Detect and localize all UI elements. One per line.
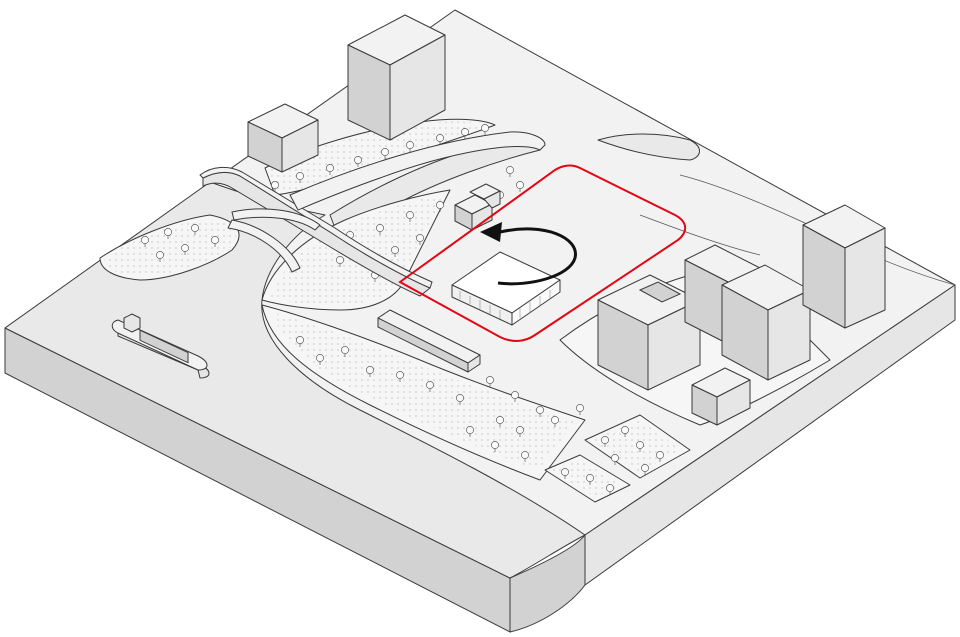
tree-icon: [521, 451, 529, 462]
tree-icon: [391, 246, 399, 257]
tree-icon: [381, 148, 389, 159]
tree-icon: [366, 366, 374, 377]
tree-icon: [601, 436, 609, 447]
tree-icon: [426, 381, 434, 392]
tree-icon: [656, 451, 664, 462]
tree-icon: [456, 394, 464, 405]
tree-icon: [316, 354, 324, 365]
tree-icon: [141, 236, 149, 247]
tree-icon: [296, 172, 304, 183]
warehouse: [377, 309, 481, 373]
tree-icon: [191, 224, 199, 235]
tree-icon: [516, 426, 524, 437]
tree-icon: [561, 468, 569, 479]
tree-icon: [354, 156, 362, 167]
tree-icon: [406, 211, 414, 222]
tree-icon: [636, 441, 644, 452]
tree-icon: [416, 234, 424, 245]
tree-icon: [436, 134, 444, 145]
tree-icon: [296, 336, 304, 347]
tree-icon: [586, 474, 594, 485]
rotation-arrow: [480, 222, 577, 286]
tree-icon: [271, 181, 279, 192]
tree-icon: [576, 404, 584, 415]
tower-blocks: [247, 14, 886, 426]
tree-icon: [181, 244, 189, 255]
tree-icon: [496, 416, 504, 427]
tree-icon: [461, 128, 469, 139]
tree-icon: [341, 346, 349, 357]
tree-icon: [536, 406, 544, 417]
tree-icon: [511, 391, 519, 402]
site-boundary: [398, 164, 687, 342]
tree-icon: [326, 164, 334, 175]
tree-icon: [506, 166, 514, 177]
tree-icon: [336, 256, 344, 267]
tree-icon: [156, 251, 164, 262]
tree-icon: [376, 224, 384, 235]
tree-icon: [516, 181, 524, 192]
barge: [111, 313, 210, 379]
tree-icon: [396, 371, 404, 382]
tree-icon: [551, 416, 559, 427]
park-trees: [141, 124, 664, 495]
tree-icon: [611, 454, 619, 465]
tree-icon: [481, 124, 489, 135]
tree-icon: [406, 141, 414, 152]
elevated-bridge: [199, 131, 546, 297]
tree-icon: [621, 426, 629, 437]
tree-icon: [211, 236, 219, 247]
tree-icon: [486, 376, 494, 387]
tree-icon: [164, 228, 172, 239]
tree-icon: [466, 426, 474, 437]
tree-icon: [606, 484, 614, 495]
tree-icon: [491, 441, 499, 452]
tree-icon: [436, 201, 444, 212]
tree-icon: [641, 464, 649, 475]
